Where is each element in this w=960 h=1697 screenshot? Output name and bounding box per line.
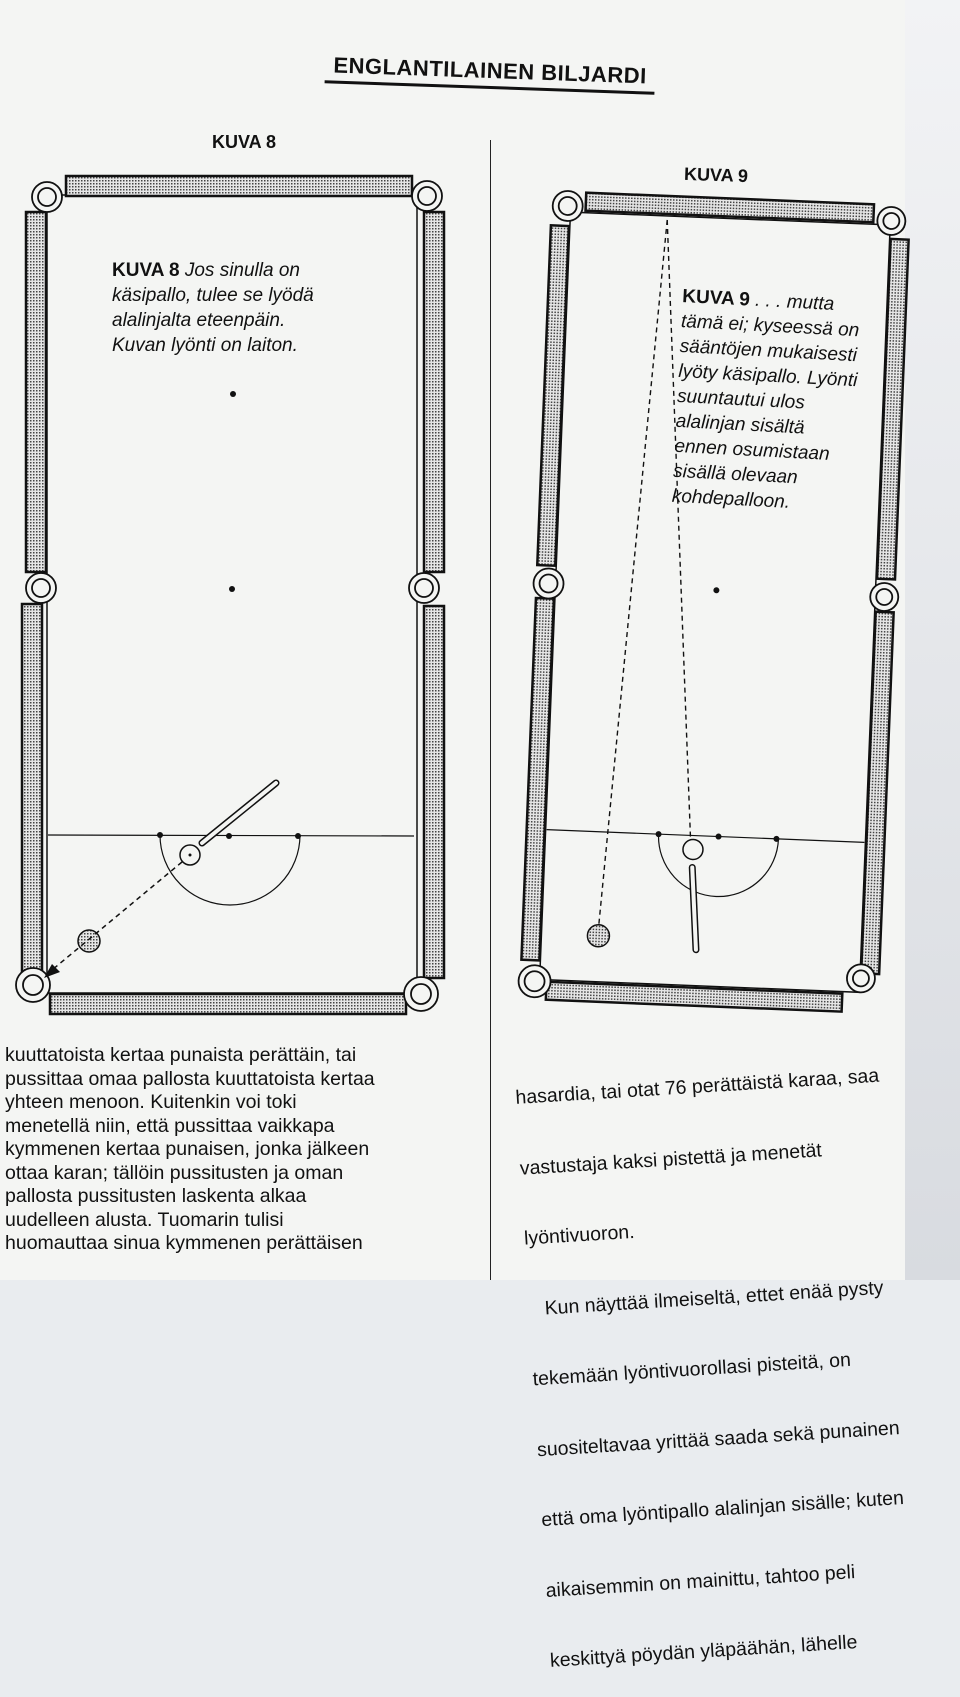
column-divider [490, 140, 491, 1280]
figure8-caption-label: KUVA 8 [112, 260, 180, 281]
page-edge-background [905, 0, 960, 1280]
figure8-object-ball [77, 929, 101, 953]
figure8-left-upper-cushion [24, 210, 48, 574]
text-line: hasardia, tai otat 76 perättäistä karaa,… [514, 1064, 880, 1109]
figure8-arrow-head [44, 964, 60, 978]
figure9-table-diagram [517, 190, 910, 1013]
left-column-text: kuuttatoista kertaa punaista perättäin, … [5, 1044, 475, 1256]
text-line: huomauttaa sinua kymmenen perättäisen [5, 1232, 363, 1254]
text-line: ottaa karan; tällöin pussitusten ja oman [5, 1161, 344, 1184]
text-line: suositeltavaa yrittää saada sekä punaine… [536, 1416, 901, 1461]
figure9-caption: KUVA 9 . . . mutta tämä ei; kyseessä on … [671, 284, 862, 518]
figure8-right-upper-cushion [422, 210, 446, 574]
figure9-caption-line: kohdepalloon. [671, 485, 791, 513]
text-line: että oma lyöntipallo alalinjan sisälle; … [540, 1486, 905, 1532]
figure9-shot-path-right [666, 219, 692, 838]
text-line: lyöntivuoron. [523, 1220, 636, 1250]
figure8-caption-line: Jos sinulla on [184, 260, 300, 281]
figure9-top-cushion [584, 191, 876, 224]
text-line: keskittyä pöydän yläpäähän, lähelle [549, 1631, 858, 1672]
figure8-spot-blue [229, 586, 235, 592]
figure8-d-semicircle [159, 834, 301, 906]
figure9-caption-line: . . . mutta [754, 289, 835, 315]
text-line: aikaisemmin on mainittu, tahtoo peli [544, 1560, 856, 1602]
figure9-shot-path-left [598, 219, 668, 924]
text-line: uudelleen alusta. Tuomarin tulisi [5, 1208, 284, 1231]
figure9-caption-line: suuntautui ulos [676, 385, 806, 414]
figure9-right-lower-cushion [859, 610, 895, 976]
figure8-spot-pink [230, 391, 236, 397]
figure9-baulk-line [546, 829, 865, 843]
figure8-table-diagram [15, 174, 446, 1016]
text-line: vastustaja kaksi pistettä ja menetät [519, 1138, 823, 1180]
figure8-caption-line: käsipallo, tulee se lyödä [112, 285, 314, 306]
figure9-object-ball [586, 924, 611, 948]
figure9-caption-line: sisällä olevaan [672, 460, 799, 489]
text-line: kymmenen kertaa punaisen, jonka jälkeen [5, 1138, 370, 1160]
figure9-caption-label: KUVA 9 [681, 285, 751, 311]
text-line: Kun näyttää ilmeiseltä, ettet enää pysty [527, 1276, 885, 1320]
figure8-top-cushion [64, 174, 414, 198]
figure8-shot-path [51, 861, 183, 971]
figure8-bottom-cushion [48, 992, 408, 1016]
figure9-caption-line: ennen osumistaan [673, 435, 831, 465]
right-column-text: hasardia, tai otat 76 perättäistä karaa,… [512, 1016, 941, 1697]
figure8-caption: KUVA 8 Jos sinulla on käsipallo, tulee s… [112, 258, 314, 358]
text-line: pallosta pussitusten laskenta alkaa [5, 1185, 307, 1207]
text-line: menetellä niin, että pussittaa vaikkapa [5, 1114, 335, 1137]
figure9-d-semicircle [657, 834, 780, 898]
figure9-left-lower-cushion [520, 596, 556, 962]
figure9-right-upper-cushion [875, 237, 910, 581]
figure9-left-upper-cushion [535, 224, 571, 568]
text-line: pussittaa omaa pallosta kuuttatoista ker… [5, 1067, 375, 1090]
figure8-caption-line: alalinjalta eteenpäin. [112, 310, 286, 331]
text-line: tekemään lyöntivuorollasi pisteitä, on [532, 1348, 852, 1391]
text-line: yhteen menoon. Kuitenkin voi toki [5, 1091, 297, 1113]
figure8-title: KUVA 8 [212, 132, 277, 152]
figure9-cue-ball [682, 838, 704, 861]
figure8-caption-line: Kuvan lyönti on laiton. [112, 335, 298, 356]
figure8-right-lower-cushion [422, 604, 446, 980]
figure9-caption-line: alalinjan sisältä [675, 410, 806, 439]
figure9-spot-blue [713, 587, 720, 594]
text-line: kuuttatoista kertaa punaista perättäin, … [5, 1044, 357, 1066]
